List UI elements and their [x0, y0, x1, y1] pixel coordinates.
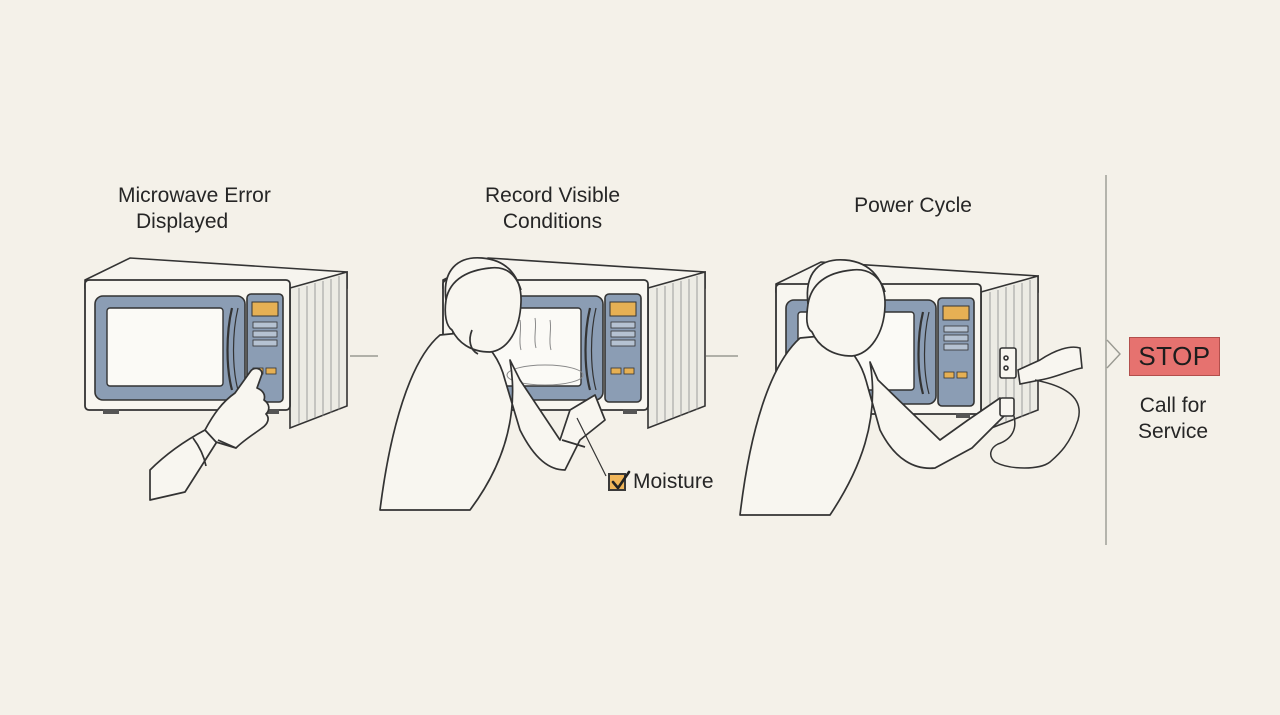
- step2-person-icon: [379, 257, 606, 511]
- step2-title-line1: Record Visible: [484, 184, 620, 207]
- step2-title: Record Visible Conditions: [470, 183, 635, 235]
- stop-badge: STOP: [1129, 337, 1220, 376]
- checkmark-icon: [611, 470, 631, 490]
- connector-lines: [350, 175, 1121, 545]
- service-line1: Call for: [1139, 394, 1207, 417]
- step2-steam: [506, 317, 584, 386]
- step3-title: Power Cycle: [838, 193, 988, 219]
- service-line2: Service: [1137, 420, 1209, 443]
- step1-title-line2: Displayed: [136, 210, 229, 233]
- checkbox-icon: [608, 470, 631, 491]
- call-for-service-label: Call for Service: [1124, 393, 1222, 445]
- step1-title-line1: Microwave Error: [118, 184, 271, 207]
- power-plug-icon: [990, 346, 1083, 469]
- step3-title-line1: Power Cycle: [854, 194, 972, 217]
- step1-hand-icon: [149, 367, 270, 501]
- moisture-label: Moisture: [633, 470, 714, 493]
- moisture-pointer: [576, 417, 607, 477]
- step3-person-icon: [739, 259, 1011, 516]
- step1-title: Microwave Error Displayed: [118, 183, 271, 235]
- step1-microwave-icon: [83, 256, 349, 430]
- step2-title-line2: Conditions: [502, 210, 603, 233]
